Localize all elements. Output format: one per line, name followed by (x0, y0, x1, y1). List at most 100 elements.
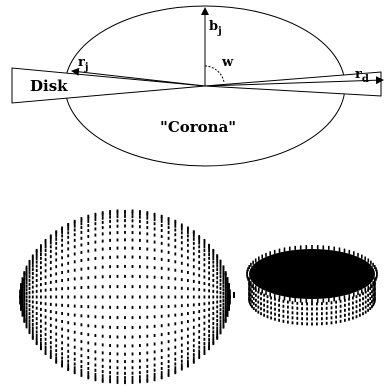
disk-rim-dot (282, 304, 285, 308)
sphere-dot (203, 269, 206, 273)
sphere-dot (80, 267, 83, 271)
b-j-sub: j (217, 26, 222, 37)
sphere-dot (212, 254, 215, 258)
disk-rim-dot (301, 312, 303, 316)
disk-rim-dot (373, 301, 376, 305)
sphere-dot (187, 364, 189, 368)
sphere-dot (101, 295, 104, 299)
sphere-dot (25, 312, 28, 316)
sphere-dot (109, 325, 111, 329)
sphere-dot (55, 272, 58, 276)
sphere-dot (31, 332, 34, 336)
sphere-dot (153, 275, 156, 279)
disk-rim-dot (325, 316, 328, 320)
sphere-dot (180, 247, 183, 251)
b-j-base: b (209, 19, 218, 34)
sphere-dot (167, 371, 170, 375)
sphere-dot (94, 305, 97, 309)
sphere-dot (160, 229, 163, 232)
sphere-dot (21, 293, 24, 297)
sphere-dot (35, 260, 38, 264)
sphere-dot (124, 214, 126, 218)
sphere-dot (146, 216, 149, 220)
sphere-dot (160, 371, 163, 375)
sphere-dot (44, 263, 47, 267)
sphere-dot (167, 259, 170, 262)
sphere-dot (49, 249, 52, 253)
disk-rim-dot (274, 317, 276, 321)
sphere-dot (208, 313, 210, 317)
disk-rim-dot (355, 315, 358, 319)
sphere-dot (94, 372, 97, 376)
sphere-dot (198, 335, 201, 339)
disk-rim-dot (339, 319, 342, 323)
sphere-dot (67, 225, 70, 229)
disk-rim-dot (296, 321, 299, 325)
disk-rim-dot (278, 313, 280, 317)
sphere-dot (101, 226, 104, 230)
disk-edge-dot (250, 281, 252, 286)
disk-edge-dot (254, 258, 257, 263)
sphere-dot (73, 228, 76, 232)
sphere-dot (21, 304, 24, 307)
sphere-dot (146, 334, 149, 338)
sphere-dot (229, 295, 231, 299)
disk-rim-dot (251, 300, 253, 304)
sphere-dot (109, 335, 111, 339)
sphere-dot (216, 326, 219, 330)
sphere-dot (187, 249, 189, 253)
sphere-dot (131, 224, 134, 228)
sphere-dot (55, 287, 58, 291)
sphere-dot (87, 305, 90, 309)
disk-dot-rim (246, 245, 378, 326)
sphere-dot (208, 249, 210, 253)
sphere-dot (167, 354, 170, 358)
sphere-dot (203, 309, 206, 312)
sphere-dot (55, 360, 58, 364)
disk-rim-dot (321, 307, 323, 311)
sphere-dot (187, 347, 189, 351)
sphere-dot (224, 309, 227, 313)
sphere-dot (40, 245, 42, 249)
disk-rim-dot (344, 303, 346, 307)
disk-rim-dot (369, 287, 372, 291)
sphere-dot (180, 365, 183, 369)
sphere-dot (219, 262, 222, 265)
sphere-dot (226, 287, 229, 290)
sphere-dot (31, 319, 34, 322)
sphere-dot (31, 276, 34, 280)
sphere-dot (203, 253, 206, 257)
sphere-dot (203, 295, 206, 299)
sphere-dot (87, 374, 90, 377)
disk-rim-dot (252, 307, 255, 311)
sphere-dot (87, 224, 90, 227)
sphere-dot (198, 245, 201, 249)
sphere-dot (87, 333, 90, 337)
disk-rim-dot (367, 298, 369, 302)
disk-rim-dot (306, 312, 308, 316)
sphere-dot (131, 210, 134, 214)
sphere-dot (23, 295, 26, 299)
sphere-dot (198, 267, 201, 271)
disk-edge-dot (252, 283, 254, 288)
disk-rim-dot (373, 289, 376, 293)
sphere-dot (25, 268, 28, 272)
disk-rim-dot (321, 302, 323, 306)
sphere-dot (146, 275, 149, 279)
sphere-dot (80, 373, 83, 377)
disk-edge-dot (328, 245, 330, 250)
sphere-dot (208, 334, 210, 338)
r-j-vector (71, 67, 206, 87)
disk-rim-dot (330, 316, 333, 320)
disk-rim-dot (263, 293, 265, 297)
sphere-dot (109, 275, 111, 279)
sphere-dot (28, 291, 31, 295)
sphere-dot (67, 312, 70, 316)
sphere-dot (101, 379, 104, 383)
sphere-dot (146, 343, 149, 347)
sphere-dot (94, 363, 97, 367)
sphere-dot (203, 321, 206, 325)
sphere-dot (80, 332, 83, 335)
disk-rim-dot (367, 308, 369, 312)
sphere-dot (73, 224, 76, 228)
